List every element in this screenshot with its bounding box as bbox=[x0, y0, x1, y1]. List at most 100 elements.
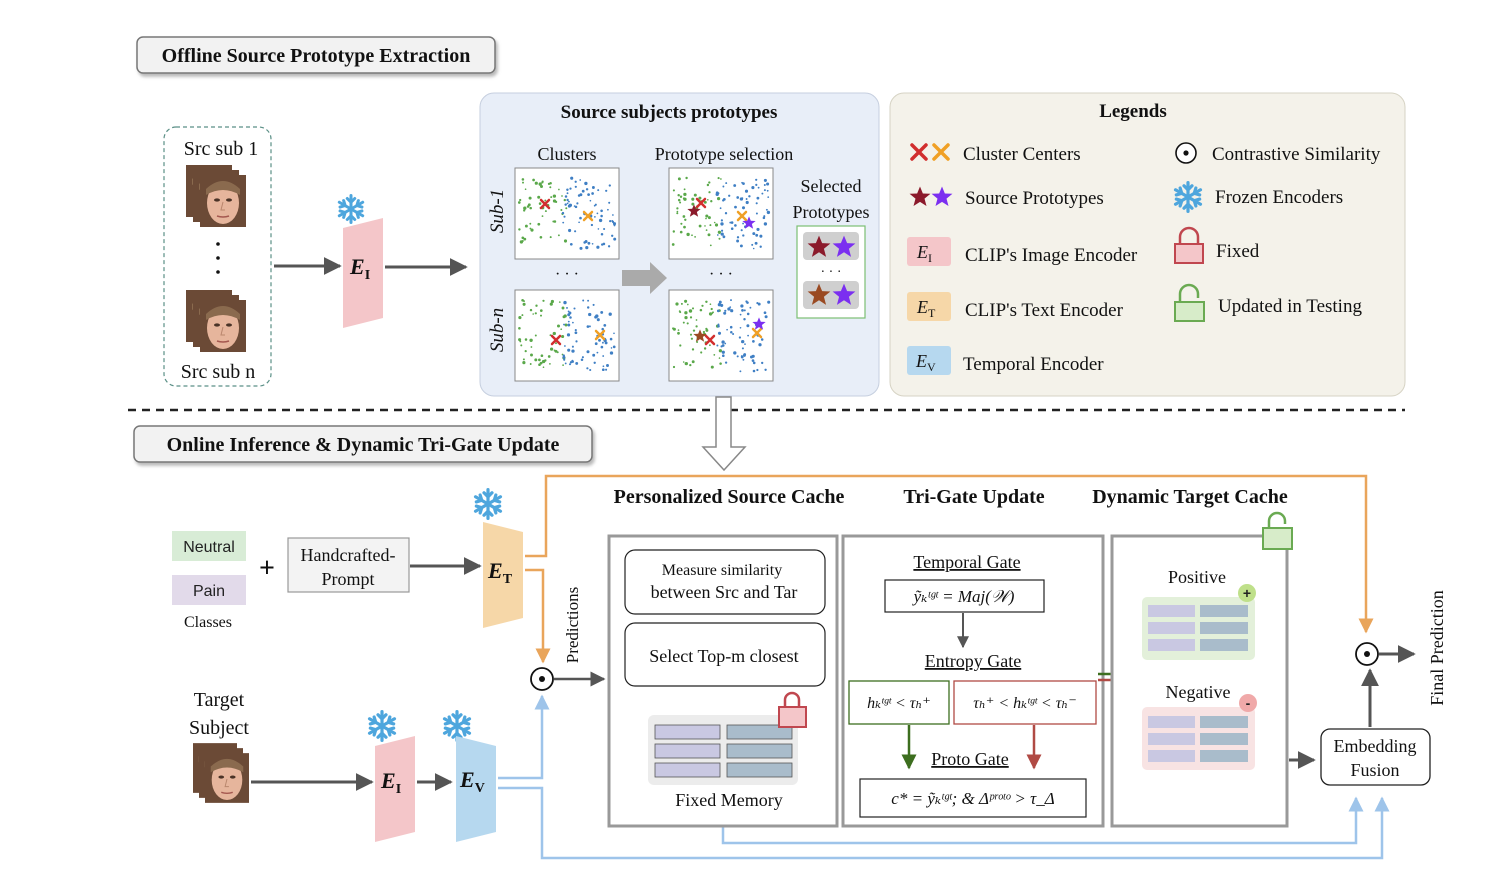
scatter-dot bbox=[547, 355, 551, 358]
svg-text:Handcrafted-: Handcrafted- bbox=[301, 545, 396, 565]
scatter-dot bbox=[532, 178, 535, 182]
scatter-dot bbox=[730, 309, 734, 313]
scatter-dot bbox=[730, 331, 733, 334]
snowflake-icon bbox=[442, 710, 472, 742]
scatter-dot bbox=[580, 358, 584, 362]
scatter-dot bbox=[689, 316, 693, 319]
svg-text:between Src and Tar: between Src and Tar bbox=[651, 582, 798, 602]
scatter-dot bbox=[752, 361, 756, 365]
scatter-dot bbox=[552, 331, 556, 336]
scatter-dot bbox=[736, 239, 740, 243]
scatter-dot bbox=[518, 338, 522, 342]
scatter-dot bbox=[746, 324, 750, 328]
scatter-dot bbox=[534, 181, 538, 185]
scatter-dot bbox=[701, 304, 704, 307]
scatter-dot bbox=[568, 228, 572, 233]
snowflake-icon bbox=[473, 488, 503, 520]
scatter-dot bbox=[724, 212, 728, 215]
entropy-gate-label: Entropy Gate bbox=[925, 651, 1021, 671]
scatter-dot bbox=[576, 202, 579, 205]
scatter-dot bbox=[522, 181, 524, 184]
scatter-dot bbox=[742, 234, 745, 237]
embedding-fusion-box: Embedding Fusion bbox=[1320, 728, 1431, 786]
scatter-dot bbox=[722, 198, 726, 201]
scatter-dot bbox=[584, 181, 588, 186]
scatter-dot bbox=[752, 247, 755, 250]
scatter-dot bbox=[756, 302, 759, 305]
scatter-dot bbox=[575, 361, 579, 365]
scatter-dot bbox=[527, 203, 531, 207]
svg-text:EV: EV bbox=[915, 351, 936, 374]
scatter-dot bbox=[752, 369, 756, 373]
scatter-dot bbox=[747, 334, 749, 337]
scatter-dot bbox=[705, 217, 707, 220]
scatter-dot bbox=[586, 306, 590, 309]
legend-cluster-centers: Cluster Centers bbox=[910, 143, 1081, 165]
scatter-dot bbox=[676, 210, 679, 213]
scatter-dot bbox=[698, 224, 702, 228]
scatter-dot bbox=[741, 309, 744, 312]
scatter-dot bbox=[573, 205, 576, 207]
scatter-dot bbox=[763, 189, 766, 192]
scatter-dot bbox=[564, 195, 568, 198]
svg-text:hₖᵗᵍᵗ < τₕ⁺: hₖᵗᵍᵗ < τₕ⁺ bbox=[867, 695, 931, 712]
scatter-dot bbox=[679, 201, 682, 204]
scatter-dot bbox=[721, 344, 725, 347]
scatter-dot bbox=[591, 186, 595, 189]
scatter-dot bbox=[588, 312, 592, 317]
scatter-dot bbox=[539, 309, 543, 312]
scatter-dot bbox=[534, 312, 537, 315]
blue-path-to-fusion bbox=[498, 786, 1390, 860]
scatter-dot bbox=[718, 300, 722, 304]
scatter-dot bbox=[740, 355, 744, 358]
scatter-dot bbox=[610, 347, 613, 349]
scatter-dot bbox=[538, 363, 541, 367]
positive-label: Positive bbox=[1168, 567, 1226, 587]
scatter-dot bbox=[725, 182, 728, 185]
scatter-dot bbox=[756, 368, 759, 372]
scatter-dot bbox=[602, 355, 605, 357]
scatter-dot bbox=[562, 315, 566, 319]
select-top-m-box bbox=[624, 622, 826, 687]
scatter-dot bbox=[596, 212, 599, 215]
scatter-dot bbox=[724, 361, 728, 364]
scatter-dot bbox=[566, 188, 569, 191]
scatter-dot bbox=[529, 206, 532, 210]
scatter-dot bbox=[718, 349, 723, 353]
selected-label-2: Prototypes bbox=[792, 202, 869, 222]
scatter-dot bbox=[710, 307, 713, 311]
scatter-dot bbox=[608, 201, 611, 204]
scatter-dot bbox=[677, 193, 680, 197]
row-sub-1-label: Sub-1 bbox=[487, 189, 508, 233]
svg-text:EI: EI bbox=[916, 242, 932, 265]
scatter-dot bbox=[740, 304, 744, 308]
trigate-title: Tri-Gate Update bbox=[903, 486, 1044, 508]
scatter-dot bbox=[521, 178, 525, 181]
scatter-dot bbox=[727, 307, 731, 311]
scatter-dot bbox=[713, 221, 716, 224]
scatter-dot bbox=[684, 311, 688, 315]
scatter-dot bbox=[544, 199, 547, 202]
scatter-dot bbox=[749, 306, 752, 309]
scatter-dot bbox=[676, 207, 679, 210]
scatter-dot bbox=[700, 351, 703, 354]
scatter-dot bbox=[755, 183, 758, 186]
scatter-dot bbox=[741, 206, 746, 210]
scatter-dot bbox=[733, 351, 737, 355]
scatter-dot bbox=[566, 202, 569, 205]
scatter-dot bbox=[743, 317, 746, 321]
scatter-dot bbox=[574, 329, 577, 332]
scatter-dot bbox=[683, 197, 687, 201]
scatter-dot bbox=[748, 195, 751, 198]
scatter-dot bbox=[591, 242, 594, 245]
scatter-dot bbox=[549, 363, 551, 365]
scatter-dot bbox=[702, 330, 706, 334]
scatter-dot bbox=[553, 349, 556, 352]
scatter-dot bbox=[611, 234, 614, 237]
scatter-dot bbox=[705, 327, 708, 330]
scatter-dot bbox=[570, 176, 574, 180]
offline-to-online-arrow bbox=[701, 396, 747, 472]
final-prediction-label: Final Prediction bbox=[1427, 590, 1447, 706]
scatter-dot bbox=[586, 350, 590, 354]
scatter-dot bbox=[574, 185, 577, 188]
